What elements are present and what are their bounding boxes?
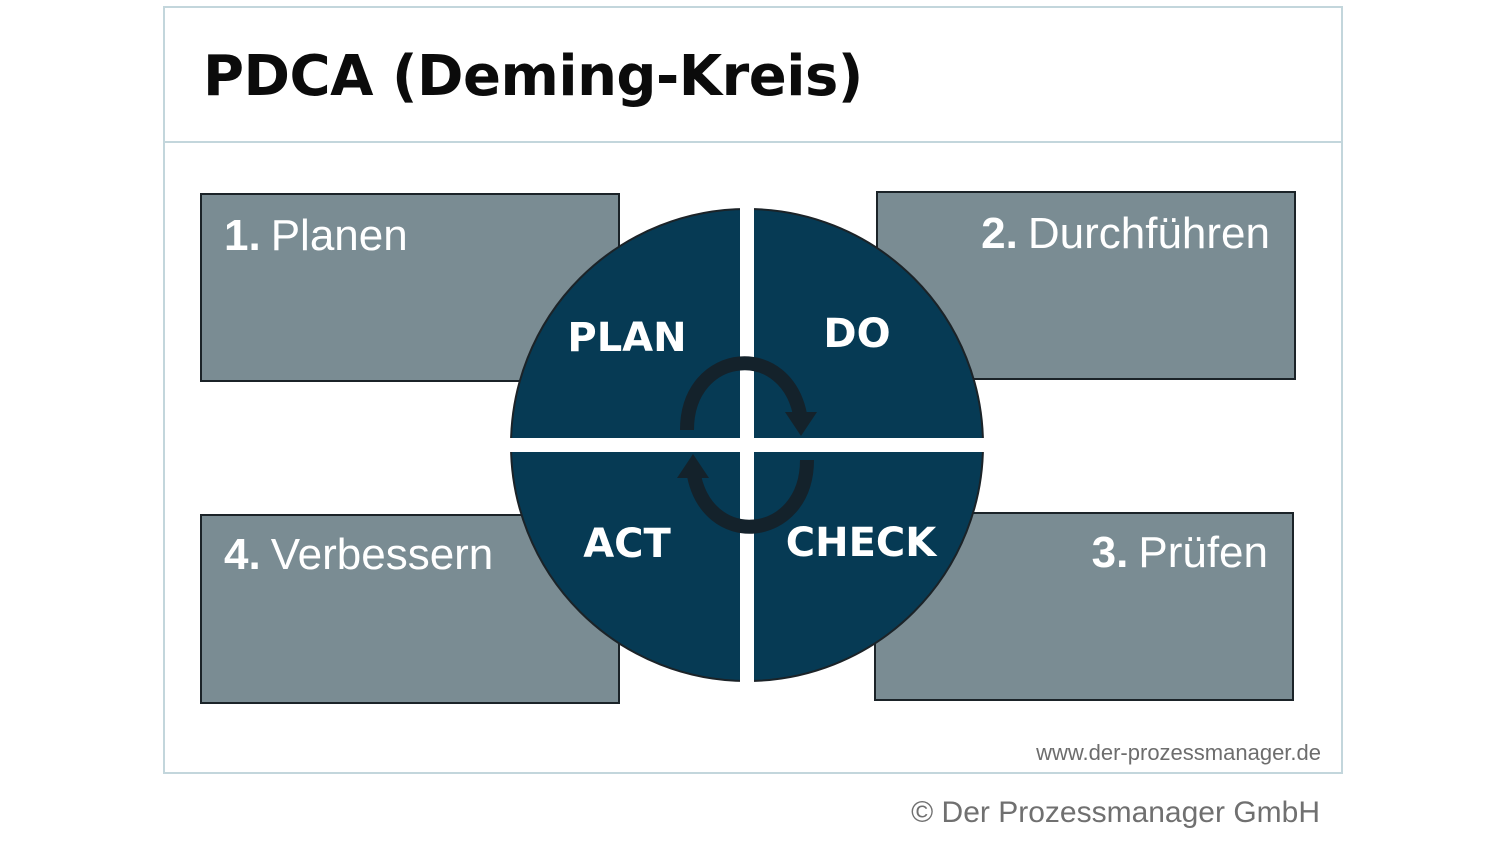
step-text: Verbessern	[270, 530, 494, 579]
title-area: PDCA (Deming-Kreis)	[165, 8, 1341, 143]
cycle-arrow-bottom-icon	[686, 459, 814, 534]
step-number: 3.	[1091, 528, 1129, 577]
step-label-verbessern: 4.Verbessern	[224, 530, 493, 580]
website-url: www.der-prozessmanager.de	[1036, 740, 1321, 765]
diagram-frame: PDCA (Deming-Kreis) 1.Planen 2.Durchführ…	[163, 6, 1343, 774]
quadrant-act: ACT	[583, 521, 671, 567]
step-text: Prüfen	[1138, 528, 1268, 577]
quadrant-plan: PLAN	[567, 315, 687, 361]
step-number: 1.	[224, 211, 261, 260]
copyright-notice: © Der Prozessmanager GmbH	[911, 796, 1320, 829]
horizontal-divider	[505, 438, 989, 452]
cycle-arrow-top-icon	[680, 356, 808, 431]
arrowhead-bottom-icon	[677, 454, 709, 478]
step-text: Planen	[270, 211, 408, 260]
step-label-durchfuehren: 2.Durchführen	[981, 209, 1270, 259]
page-title: PDCA (Deming-Kreis)	[203, 44, 863, 109]
step-label-pruefen: 3.Prüfen	[1092, 528, 1268, 578]
step-label-planen: 1.Planen	[224, 211, 408, 261]
step-number: 2.	[981, 209, 1018, 258]
step-number: 4.	[224, 530, 261, 579]
pdca-circle	[505, 204, 989, 688]
arrowhead-top-icon	[785, 412, 817, 436]
step-text: Durchführen	[1027, 209, 1270, 258]
quadrant-check: CHECK	[785, 520, 937, 566]
quadrant-do: DO	[823, 311, 891, 357]
